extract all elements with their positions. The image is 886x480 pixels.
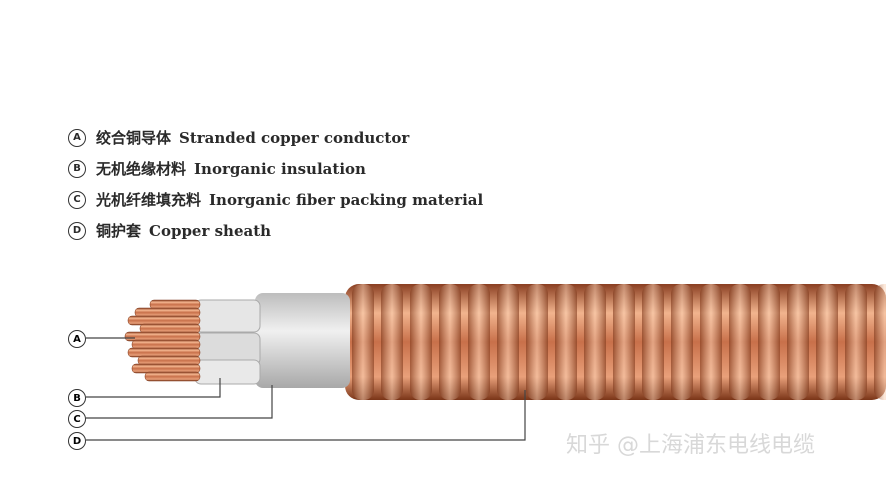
- sheath-corrugation: [787, 284, 809, 400]
- legend-item-c: C 光机纤维填充料 Inorganic fiber packing material: [68, 184, 483, 215]
- label-a-marker: A: [68, 128, 86, 147]
- legend-zh: 绞合铜导体: [96, 129, 172, 147]
- callout-a: A: [68, 330, 86, 348]
- sheath-corrugation: [555, 284, 577, 400]
- copper-sheath: [345, 284, 886, 400]
- legend: A 绞合铜导体 Stranded copper conductor B 无机绝缘材料 I…: [68, 122, 483, 246]
- legend-item-d: D 铜护套 Copper sheath: [68, 215, 483, 246]
- copper-strands: [124, 299, 201, 382]
- legend-en: Stranded copper conductor: [179, 128, 410, 147]
- sheath-corrugation: [874, 284, 886, 400]
- copper-strand: [149, 299, 201, 310]
- sheath-corrugation: [845, 284, 867, 400]
- callout-d: D: [68, 432, 86, 450]
- sheath-corrugation: [381, 284, 403, 400]
- sheath-corrugation: [352, 284, 374, 400]
- sheath-corrugation: [468, 284, 490, 400]
- legend-item-a: A 绞合铜导体 Stranded copper conductor: [68, 122, 483, 153]
- copper-strand: [131, 363, 201, 374]
- leader-lines: [86, 337, 526, 441]
- insulation-cores: [194, 299, 261, 385]
- copper-strand: [127, 315, 201, 326]
- sheath-corrugation: [497, 284, 519, 400]
- label-b-marker: B: [68, 159, 86, 178]
- legend-zh: 铜护套: [96, 222, 142, 240]
- sheath-corrugation: [758, 284, 780, 400]
- copper-strand: [131, 339, 201, 350]
- legend-en: Copper sheath: [149, 221, 272, 240]
- sheath-corrugation: [439, 284, 461, 400]
- sheath-corrugation: [526, 284, 548, 400]
- label-c-marker: C: [68, 190, 86, 209]
- sheath-corrugation: [584, 284, 606, 400]
- label-d-marker: D: [68, 221, 86, 240]
- sheath-corrugation: [700, 284, 722, 400]
- fiber-packing: [255, 293, 350, 388]
- watermark: 知乎 @上海浦东电线电缆: [566, 433, 815, 458]
- copper-strand: [144, 371, 201, 382]
- legend-zh: 光机纤维填充料: [96, 191, 202, 209]
- sheath-corrugation: [671, 284, 693, 400]
- sheath-corrugation: [410, 284, 432, 400]
- copper-strand: [134, 307, 201, 318]
- copper-strand: [139, 323, 201, 334]
- sheath-corrugation: [729, 284, 751, 400]
- sheath-corrugation: [642, 284, 664, 400]
- callout-b: B: [68, 389, 86, 407]
- copper-strand: [127, 347, 201, 358]
- sheath-corrugation: [613, 284, 635, 400]
- callout-c: C: [68, 410, 86, 428]
- legend-en: Inorganic insulation: [194, 159, 366, 178]
- legend-item-b: B 无机绝缘材料 Inorganic insulation: [68, 153, 483, 184]
- copper-strand: [124, 331, 201, 342]
- copper-strand: [137, 355, 201, 366]
- legend-zh: 无机绝缘材料: [96, 160, 187, 178]
- sheath-corrugation: [816, 284, 838, 400]
- legend-en: Inorganic fiber packing material: [209, 190, 484, 209]
